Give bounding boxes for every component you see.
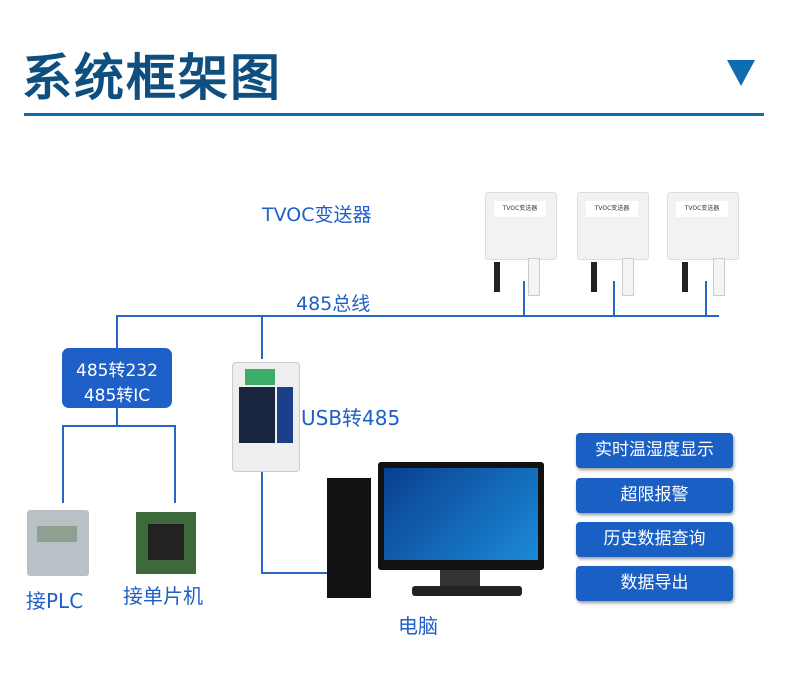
triangle-down-icon — [727, 60, 755, 86]
mcu-label: 接单片机 — [123, 584, 203, 608]
pc-tower-image — [327, 478, 371, 598]
title-divider — [24, 113, 764, 116]
mcu-image — [136, 512, 196, 574]
plc-image — [27, 510, 89, 576]
feature-data-export: 数据导出 — [576, 566, 733, 601]
pc-label: 电脑 — [398, 614, 438, 638]
usb-label: USB转485 — [301, 406, 401, 430]
converter-box: 485转232 485转IC — [62, 348, 172, 408]
sensor-label: TVOC变送器 — [262, 204, 372, 226]
plc-label: 接PLC — [26, 589, 84, 613]
page-title: 系统框架图 — [22, 49, 282, 107]
feature-history-query: 历史数据查询 — [576, 522, 733, 557]
feature-over-limit-alarm: 超限报警 — [576, 478, 733, 513]
monitor-image — [378, 462, 544, 570]
bus-label: 485总线 — [296, 293, 371, 315]
usb-converter-image — [232, 362, 300, 472]
feature-realtime-display: 实时温湿度显示 — [576, 433, 733, 468]
